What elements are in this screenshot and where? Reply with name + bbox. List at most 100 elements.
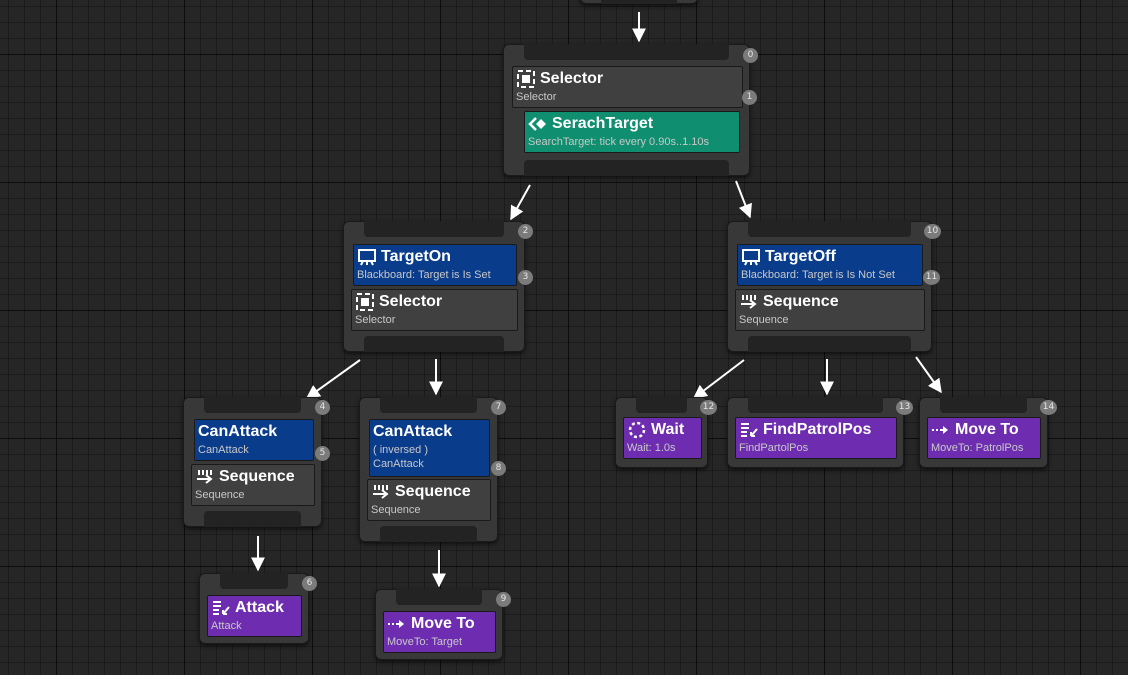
node-subtitle: Sequence: [371, 504, 421, 516]
task-move-to-patrol[interactable]: Move To MoveTo: PatrolPos: [927, 417, 1041, 459]
decorator-can-attack-inversed[interactable]: CanAttack ( inversed ) CanAttack: [369, 419, 490, 477]
decorator-title: CanAttack: [198, 423, 278, 440]
task-subtitle: Attack: [211, 620, 242, 632]
execution-index-badge: 13: [896, 400, 913, 415]
task-title: Move To: [411, 615, 475, 632]
input-pin[interactable]: [524, 44, 729, 60]
input-pin[interactable]: [364, 221, 504, 237]
input-pin[interactable]: [204, 397, 301, 413]
execution-index-badge: 10: [924, 224, 941, 239]
selector-icon: [356, 293, 374, 311]
selector-node-target-on[interactable]: 2 TargetOn Blackboard: Target is Is Set …: [343, 221, 533, 352]
execution-index-badge: 12: [700, 400, 717, 415]
decorator-subtitle: CanAttack: [198, 444, 249, 456]
node-title: Selector: [379, 293, 443, 310]
task-node-find-patrol-pos[interactable]: 13 FindPatrolPos FindPartolPos: [727, 397, 913, 468]
task-subtitle: MoveTo: PatrolPos: [931, 442, 1024, 454]
input-pin[interactable]: [748, 221, 911, 237]
input-pin[interactable]: [380, 397, 477, 413]
wire-selector-to-targeton: [510, 184, 531, 221]
composite-sequence[interactable]: Sequence Sequence: [735, 289, 925, 331]
decorator-can-attack[interactable]: CanAttack CanAttack: [194, 419, 314, 461]
output-pin[interactable]: [364, 336, 504, 352]
task-icon: [741, 423, 758, 437]
execution-index-badge: 6: [302, 576, 317, 591]
execution-index-badge: 5: [315, 446, 330, 461]
sequence-node-can-attack-inversed[interactable]: 7 CanAttack ( inversed ) CanAttack 8 Seq…: [359, 397, 506, 542]
execution-index-badge: 0: [743, 48, 758, 63]
service-serach-target[interactable]: SerachTarget SearchTarget: tick every 0.…: [524, 111, 740, 153]
output-pin[interactable]: [601, 0, 677, 4]
task-node-wait[interactable]: 12 Wait Wait: 1.0s: [615, 397, 717, 468]
wire-selector-to-targetoff: [735, 180, 752, 219]
output-pin[interactable]: [204, 511, 301, 527]
decorator-subtitle: Blackboard: Target is Is Not Set: [741, 269, 895, 281]
decorator-subtitle: CanAttack: [373, 458, 424, 470]
execution-index-badge: 2: [518, 224, 533, 239]
task-subtitle: MoveTo: Target: [387, 636, 463, 648]
decorator-title: TargetOff: [765, 248, 836, 265]
decorator-inversed-label: ( inversed ): [373, 444, 429, 456]
node-subtitle: Sequence: [195, 489, 245, 501]
decorator-title: CanAttack: [373, 423, 453, 440]
task-node-move-to-target[interactable]: 9 Move To MoveTo: Target: [375, 589, 511, 660]
service-subtitle: SearchTarget: tick every 0.90s..1.10s: [528, 136, 709, 148]
execution-index-badge: 4: [315, 400, 330, 415]
composite-sequence[interactable]: Sequence Sequence: [191, 464, 315, 506]
node-subtitle: Selector: [516, 91, 557, 103]
task-node-move-to-patrol[interactable]: 14 Move To MoveTo: PatrolPos: [919, 397, 1057, 468]
output-pin[interactable]: [524, 160, 729, 176]
execution-index-badge: 1: [742, 90, 757, 105]
execution-index-badge: 9: [496, 592, 511, 607]
decorator-target-off[interactable]: TargetOff Blackboard: Target is Is Not S…: [737, 244, 923, 286]
wait-icon: [628, 421, 646, 439]
task-icon: [213, 601, 230, 615]
move-to-icon: [932, 426, 948, 434]
wire-targetoff-to-wait: [692, 359, 745, 399]
wire-targeton-to-canattack: [305, 359, 361, 399]
sequence-node-target-off[interactable]: 10 TargetOff Blackboard: Target is Is No…: [727, 221, 941, 352]
execution-index-badge: 3: [518, 270, 533, 285]
execution-index-badge: 8: [491, 461, 506, 476]
task-title: Move To: [955, 421, 1019, 438]
execution-index-badge: 14: [1040, 400, 1057, 415]
task-find-patrol-pos[interactable]: FindPatrolPos FindPartolPos: [735, 417, 897, 459]
decorator-target-on[interactable]: TargetOn Blackboard: Target is Is Set: [353, 244, 517, 286]
move-to-icon: [388, 620, 404, 628]
task-wait[interactable]: Wait Wait: 1.0s: [623, 417, 702, 459]
output-pin[interactable]: [748, 336, 911, 352]
selector-icon: [517, 70, 535, 88]
node-title: Sequence: [395, 483, 471, 500]
input-pin[interactable]: [396, 589, 482, 605]
node-subtitle: Selector: [355, 314, 396, 326]
composite-sequence[interactable]: Sequence Sequence: [367, 479, 491, 521]
input-pin[interactable]: [940, 397, 1027, 413]
service-title: SerachTarget: [552, 115, 654, 132]
task-move-to-target[interactable]: Move To MoveTo: Target: [383, 611, 496, 653]
input-pin[interactable]: [748, 397, 883, 413]
decorator-title: TargetOn: [381, 248, 451, 265]
node-title: Sequence: [763, 293, 839, 310]
output-pin[interactable]: [380, 526, 477, 542]
node-subtitle: Sequence: [739, 314, 789, 326]
sequence-icon: [741, 295, 757, 309]
wire-targetoff-to-moveto-patrol: [915, 356, 942, 394]
node-title: Selector: [540, 70, 604, 87]
task-attack[interactable]: Attack Attack: [207, 595, 302, 637]
parent-node-partial[interactable]: [580, 0, 698, 4]
execution-index-badge: 11: [923, 270, 940, 285]
composite-selector[interactable]: Selector Selector: [512, 66, 743, 108]
selector-node-root[interactable]: 0 Selector Selector 1 SerachTarget Searc…: [503, 44, 758, 176]
sequence-icon: [373, 485, 389, 499]
task-title: Wait: [651, 421, 685, 438]
task-subtitle: FindPartolPos: [739, 442, 809, 454]
blackboard-icon: [358, 249, 376, 266]
task-subtitle: Wait: 1.0s: [627, 442, 676, 454]
composite-selector[interactable]: Selector Selector: [351, 289, 518, 331]
service-icon: [528, 117, 546, 131]
input-pin[interactable]: [220, 573, 288, 589]
node-title: Sequence: [219, 468, 295, 485]
sequence-node-can-attack[interactable]: 4 CanAttack CanAttack 5 Sequence Sequenc…: [183, 397, 330, 527]
task-node-attack[interactable]: 6 Attack Attack: [199, 573, 317, 644]
input-pin[interactable]: [636, 397, 687, 413]
